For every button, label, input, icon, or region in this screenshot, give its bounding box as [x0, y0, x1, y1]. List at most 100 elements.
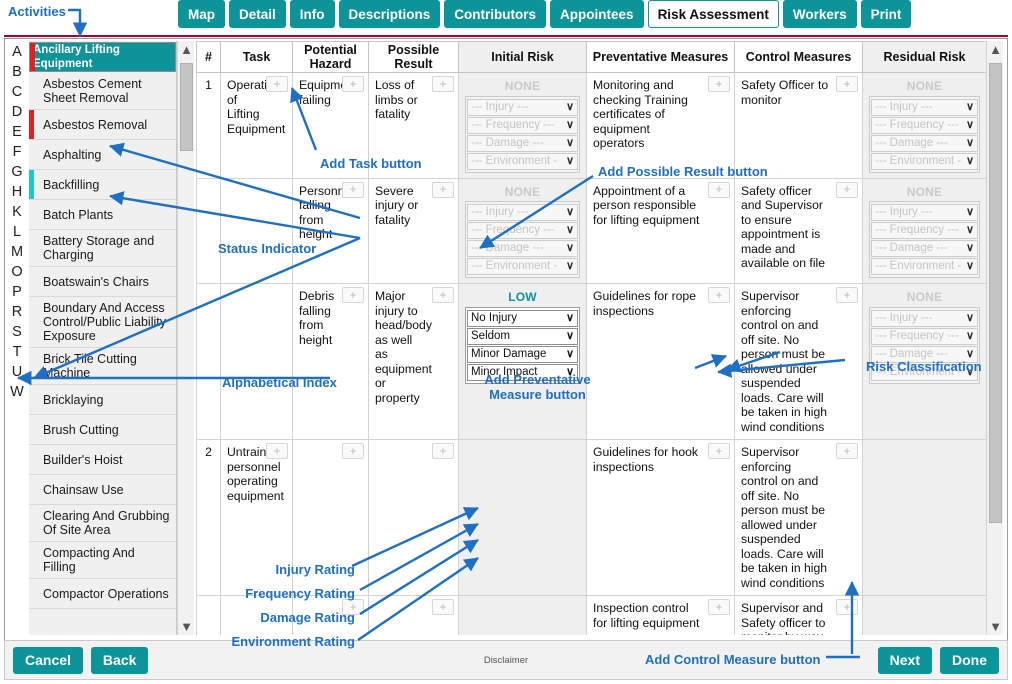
alpha-index-P[interactable]: P: [12, 284, 22, 300]
tab-map[interactable]: Map: [178, 0, 225, 28]
initial_risk-frequency-rating-select[interactable]: --- Frequency ---∨: [467, 116, 578, 134]
add-control-measure-button[interactable]: +: [836, 76, 858, 92]
initial_risk-frequency-rating-select[interactable]: Seldom∨: [467, 327, 578, 345]
activities-scrollbar[interactable]: ▲ ▼: [177, 41, 194, 635]
initial_risk-injury-rating-select[interactable]: No Injury∨: [467, 309, 578, 327]
add-possible-result-button[interactable]: +: [432, 443, 454, 459]
tab-detail[interactable]: Detail: [229, 0, 286, 28]
list-item[interactable]: Batch Plants: [29, 200, 176, 230]
alpha-index-E[interactable]: E: [12, 124, 22, 140]
alpha-index-T[interactable]: T: [12, 344, 22, 360]
alpha-index-C[interactable]: C: [11, 84, 23, 100]
scrollbar-thumb[interactable]: [989, 63, 1002, 523]
cancel-button[interactable]: Cancel: [13, 646, 83, 674]
alpha-index-L[interactable]: L: [12, 224, 22, 240]
add-preventative-measure-button[interactable]: +: [708, 443, 730, 459]
residual_risk-environment-rating-select[interactable]: --- Environment -∨: [871, 363, 978, 381]
residual_risk-injury-rating-select[interactable]: --- Injury ---∨: [871, 98, 978, 116]
add-task-button[interactable]: +: [266, 76, 288, 92]
done-button[interactable]: Done: [940, 646, 999, 674]
list-item[interactable]: Compactor Operations: [29, 579, 176, 609]
add-control-measure-button[interactable]: +: [836, 287, 858, 303]
scrollbar-thumb[interactable]: [180, 63, 193, 151]
initial_risk-environment-rating-select[interactable]: --- Environment -∨: [467, 152, 578, 170]
initial_risk-damage-rating-select[interactable]: --- Damage ---∨: [467, 240, 578, 257]
list-item[interactable]: Boundary And Access Control/Public Liabi…: [29, 297, 176, 348]
add-potential-hazard-button[interactable]: +: [342, 443, 364, 459]
alpha-index-R[interactable]: R: [11, 304, 23, 320]
residual_risk-injury-rating-select[interactable]: --- Injury ---∨: [871, 309, 978, 327]
list-item[interactable]: Compacting And Filling: [29, 542, 176, 579]
list-item[interactable]: Asbestos Cement Sheet Removal: [29, 73, 176, 110]
tab-info[interactable]: Info: [289, 0, 335, 28]
add-task-button[interactable]: +: [266, 443, 288, 459]
initial_risk-environment-rating-select[interactable]: --- Environment -∨: [467, 258, 578, 275]
alpha-index-U[interactable]: U: [11, 364, 23, 380]
alpha-index-S[interactable]: S: [12, 324, 22, 340]
list-item[interactable]: Builder's Hoist: [29, 445, 176, 475]
list-item[interactable]: Bricklaying: [29, 385, 176, 415]
residual_risk-damage-rating-select[interactable]: --- Damage ---∨: [871, 240, 978, 257]
add-preventative-measure-button[interactable]: +: [708, 181, 730, 198]
add-possible-result-button[interactable]: +: [432, 76, 454, 92]
list-item[interactable]: Brick Tile Cutting Machine: [29, 348, 176, 385]
table-scrollbar[interactable]: ▲ ▼: [986, 41, 1003, 635]
next-button[interactable]: Next: [877, 646, 932, 674]
add-control-measure-button[interactable]: +: [836, 599, 858, 615]
add-possible-result-button[interactable]: +: [432, 181, 454, 198]
residual_risk-environment-rating-select[interactable]: --- Environment -∨: [871, 258, 978, 275]
add-control-measure-button[interactable]: +: [836, 443, 858, 459]
list-item[interactable]: Asbestos Removal: [29, 110, 176, 140]
alpha-index-F[interactable]: F: [12, 144, 22, 160]
residual_risk-damage-rating-select[interactable]: --- Damage ---∨: [871, 345, 978, 363]
tab-workers[interactable]: Workers: [782, 0, 857, 28]
add-control-measure-button[interactable]: +: [836, 181, 858, 198]
scroll-down-icon[interactable]: ▼: [989, 619, 1002, 634]
tab-descriptions[interactable]: Descriptions: [338, 0, 441, 28]
add-possible-result-button[interactable]: +: [432, 599, 454, 615]
list-item[interactable]: Clearing And Grubbing Of Site Area: [29, 505, 176, 542]
initial_risk-damage-rating-select[interactable]: Minor Damage∨: [467, 345, 578, 363]
list-item[interactable]: Asphalting: [29, 140, 176, 170]
list-item[interactable]: Chainsaw Use: [29, 475, 176, 505]
initial_risk-damage-rating-select[interactable]: --- Damage ---∨: [467, 134, 578, 152]
add-preventative-measure-button[interactable]: +: [708, 287, 730, 303]
add-potential-hazard-button[interactable]: +: [342, 181, 364, 198]
list-item[interactable]: Backfilling: [29, 170, 176, 200]
add-potential-hazard-button[interactable]: +: [342, 76, 364, 92]
tab-contributors[interactable]: Contributors: [444, 0, 547, 28]
scroll-down-icon[interactable]: ▼: [180, 619, 193, 634]
tab-print[interactable]: Print: [860, 0, 912, 28]
add-preventative-measure-button[interactable]: +: [708, 76, 730, 92]
initial_risk-environment-rating-select[interactable]: Minor Impact∨: [467, 363, 578, 381]
add-possible-result-button[interactable]: +: [432, 287, 454, 303]
residual_risk-injury-rating-select[interactable]: --- Injury ---∨: [871, 204, 978, 221]
alpha-index-M[interactable]: M: [10, 244, 24, 260]
alpha-index-K[interactable]: K: [12, 204, 22, 220]
alpha-index-H[interactable]: H: [11, 184, 23, 200]
add-preventative-measure-button[interactable]: +: [708, 599, 730, 615]
alpha-index-A[interactable]: A: [12, 44, 22, 60]
initial_risk-injury-rating-select[interactable]: --- Injury ---∨: [467, 98, 578, 116]
add-potential-hazard-button[interactable]: +: [342, 287, 364, 303]
list-item[interactable]: Ancillary Lifting Equipment: [29, 42, 176, 72]
residual_risk-frequency-rating-select[interactable]: --- Frequency ---∨: [871, 327, 978, 345]
residual_risk-frequency-rating-select[interactable]: --- Frequency ---∨: [871, 116, 978, 134]
tab-risk-assessment[interactable]: Risk Assessment: [647, 0, 779, 28]
tab-appointees[interactable]: Appointees: [550, 0, 644, 28]
residual_risk-frequency-rating-select[interactable]: --- Frequency ---∨: [871, 222, 978, 239]
list-item[interactable]: Brush Cutting: [29, 415, 176, 445]
residual_risk-environment-rating-select[interactable]: --- Environment -∨: [871, 152, 978, 170]
initial_risk-frequency-rating-select[interactable]: --- Frequency ---∨: [467, 222, 578, 239]
alpha-index-W[interactable]: W: [10, 384, 24, 400]
residual_risk-damage-rating-select[interactable]: --- Damage ---∨: [871, 134, 978, 152]
initial_risk-injury-rating-select[interactable]: --- Injury ---∨: [467, 204, 578, 221]
list-item[interactable]: Battery Storage and Charging: [29, 230, 176, 267]
alpha-index-G[interactable]: G: [11, 164, 23, 180]
alpha-index-D[interactable]: D: [11, 104, 23, 120]
alpha-index-B[interactable]: B: [12, 64, 22, 80]
list-item[interactable]: Boatswain's Chairs: [29, 267, 176, 297]
alpha-index-O[interactable]: O: [11, 264, 23, 280]
